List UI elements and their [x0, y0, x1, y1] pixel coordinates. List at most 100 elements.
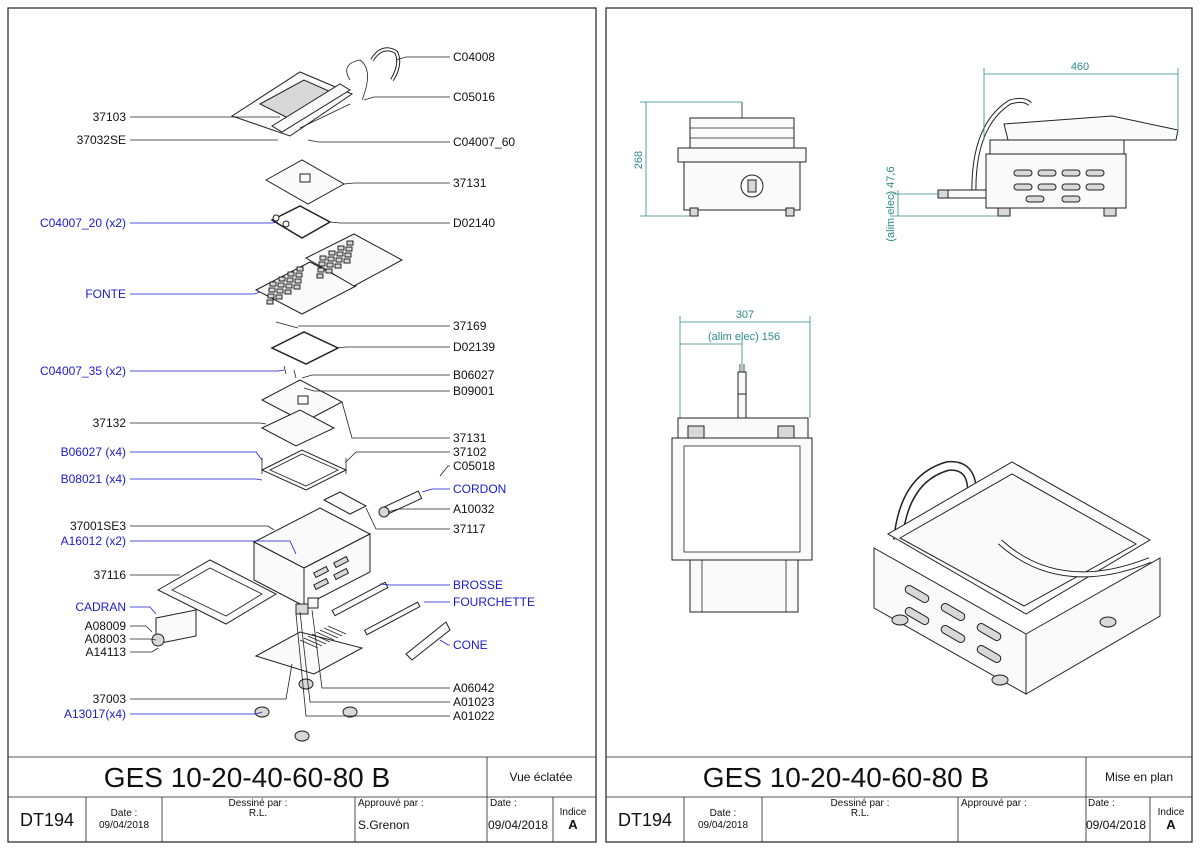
title-block-left: GES 10-20-40-60-80 B Vue éclatée DT194 D… — [8, 756, 596, 842]
leader-line — [130, 638, 157, 641]
index-value: A — [1166, 817, 1176, 832]
index-label: Indice — [560, 807, 587, 818]
part-label-b06027: B06027 — [453, 368, 495, 382]
part-label-37131: 37131 — [453, 176, 487, 190]
leader-line — [439, 465, 450, 477]
part-label-37103: 37103 — [93, 110, 127, 124]
foot-part — [294, 730, 310, 742]
leader-line — [329, 221, 450, 224]
foot-part — [298, 678, 314, 690]
exploded-view — [151, 47, 451, 742]
width-dimension: 307 — [736, 309, 754, 321]
part-label-a10032: A10032 — [453, 502, 495, 516]
leader-line — [130, 291, 261, 295]
leader-line — [345, 451, 450, 463]
leader-line — [363, 96, 450, 101]
lower-element-part — [270, 331, 340, 365]
right-part-labels: C04008C05016C04007_6037131D0214037169D02… — [453, 50, 535, 723]
part-label-37032se: 37032SE — [77, 133, 126, 147]
drawn-by-value: R.L. — [851, 808, 869, 819]
leader-line — [421, 488, 450, 493]
plug-icon — [737, 371, 747, 395]
leader-line — [130, 369, 285, 372]
foot-part — [342, 706, 358, 718]
document-code: DT194 — [618, 810, 672, 830]
part-label-b06027-x4: B06027 (x4) — [61, 445, 126, 459]
part-label-37131: 37131 — [453, 431, 487, 445]
approval-date-value: 09/04/2018 — [488, 818, 548, 832]
leader-line — [295, 613, 450, 717]
leader-line — [439, 639, 450, 646]
cord-height-dimension: (alim elec) 47,6 — [885, 166, 897, 241]
leader-line — [130, 221, 279, 224]
title-block-right: GES 10-20-40-60-80 B Mise en plan DT194 … — [606, 756, 1192, 842]
leader-line — [299, 611, 450, 703]
cord-offset-dimension: (alim elec) 156 — [708, 331, 780, 343]
part-label-b08021-x4: B08021 (x4) — [61, 472, 126, 486]
leader-line — [395, 56, 450, 61]
approval-date-label: Date : — [490, 798, 517, 809]
leader-line — [130, 663, 293, 700]
date-label: Date : — [710, 808, 737, 819]
part-label-a14113: A14113 — [86, 645, 127, 659]
top-view: 307 (alim elec) 156 — [671, 309, 813, 613]
leader-line — [130, 451, 263, 461]
part-label-a01023: A01023 — [453, 695, 495, 709]
part-label-fonte: FONTE — [85, 287, 126, 301]
drawing-title: GES 10-20-40-60-80 B — [104, 762, 390, 793]
leader-line — [341, 401, 450, 439]
cast-plate-left — [254, 261, 358, 315]
date-value: 09/04/2018 — [99, 820, 149, 831]
approved-by-value: S.Grenon — [358, 818, 409, 832]
part-label-37116: 37116 — [94, 568, 127, 582]
approval-date-value: 09/04/2018 — [1086, 818, 1146, 832]
part-label-37132: 37132 — [93, 416, 127, 430]
cast-plate-right — [304, 233, 404, 287]
part-label-d02139: D02139 — [453, 340, 495, 354]
part-label-37001se3: 37001SE3 — [70, 519, 126, 533]
leader-line — [301, 374, 450, 379]
base-plate-part — [254, 631, 364, 675]
leader-lines — [130, 56, 450, 717]
index-value: A — [568, 817, 578, 832]
part-label-cordon: CORDON — [453, 482, 506, 496]
drawn-by-label: Dessiné par : — [831, 798, 890, 809]
leader-line — [343, 182, 450, 185]
sheet-frame-right — [605, 7, 1193, 843]
part-label-a13017-x4: A13017(x4) — [64, 707, 126, 721]
approved-by-label: Approuvé par : — [961, 798, 1027, 809]
part-label-d02140: D02140 — [453, 216, 495, 230]
part-label-cone: CONE — [453, 638, 488, 652]
leader-line — [130, 647, 159, 653]
leader-line — [365, 507, 450, 530]
approval-date-label: Date : — [1088, 798, 1115, 809]
view-name: Vue éclatée — [510, 770, 573, 784]
part-label-a08009: A08009 — [85, 619, 127, 633]
length-dimension: 460 — [1071, 61, 1089, 73]
part-label-a16012-x2: A16012 (x2) — [61, 534, 126, 548]
drawn-by-label: Dessiné par : — [229, 798, 288, 809]
part-label-c05016: C05016 — [453, 90, 495, 104]
heating-element-part — [270, 205, 332, 239]
part-label-37169: 37169 — [453, 319, 487, 333]
part-label-b09001: B09001 — [453, 384, 495, 398]
document-code: DT194 — [20, 810, 74, 830]
side-view: 460 (alim elec) 47,6 — [885, 61, 1179, 242]
leader-line — [303, 387, 450, 392]
fork-part — [363, 601, 421, 636]
leader-line — [130, 422, 267, 425]
leader-line — [130, 540, 297, 555]
index-label: Indice — [1158, 807, 1185, 818]
drawing-title: GES 10-20-40-60-80 B — [703, 762, 989, 793]
part-label-c04007-60: C04007_60 — [453, 135, 515, 149]
date-label: Date : — [111, 808, 138, 819]
side-cord-part — [945, 189, 987, 199]
sheet-frame-left — [7, 7, 597, 843]
approved-by-label: Approuvé par : — [358, 798, 424, 809]
part-label-37003: 37003 — [93, 692, 127, 706]
leader-line — [130, 711, 263, 715]
rod-part — [307, 139, 319, 143]
part-label-brosse: BROSSE — [453, 578, 503, 592]
part-label-a01022: A01022 — [453, 709, 495, 723]
